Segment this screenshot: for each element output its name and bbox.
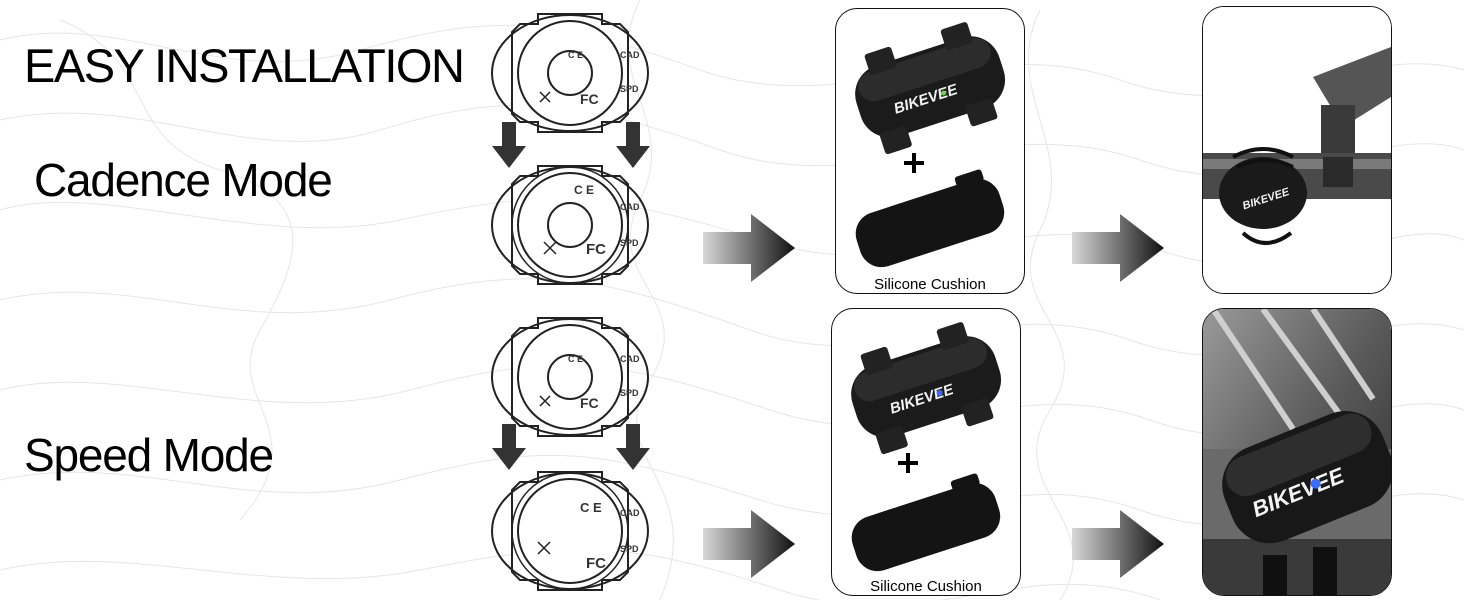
spd-label: SPD: [620, 238, 639, 248]
spd-label: SPD: [620, 388, 639, 398]
cad-label: CAD: [620, 202, 640, 212]
plus-icon: [904, 153, 924, 173]
device-card-cadence: BIKEVEE Silicone Cushion: [835, 8, 1025, 294]
down-arrow-icon: [616, 122, 650, 168]
plus-icon: [898, 453, 918, 473]
cad-label: CAD: [620, 50, 640, 60]
silicone-cushion-image: [851, 473, 1001, 572]
sensor-device-image: BIKEVEE: [855, 22, 1006, 268]
speed-mode-heading: Speed Mode: [24, 429, 274, 481]
installed-photo-cadence: BIKEVEE: [1202, 6, 1392, 294]
fc-mark: FC: [580, 395, 599, 411]
right-arrow-icon: [1072, 214, 1164, 282]
fc-mark: FC: [586, 555, 606, 572]
svg-text:C E: C E: [568, 354, 583, 364]
cadence-mode-heading: Cadence Mode: [34, 154, 333, 206]
sensor-dial-back-cadence: C E CAD SPD FC: [491, 13, 649, 133]
right-arrow-icon: [703, 510, 795, 578]
cushion-label: Silicone Cushion: [870, 578, 982, 595]
down-arrow-icon: [492, 122, 526, 168]
installed-photo-speed: BIKEVEE: [1202, 308, 1392, 596]
svg-text:C E: C E: [574, 183, 594, 197]
fc-mark: FC: [580, 91, 599, 107]
sensor-dial-back-speed: C E CAD SPD FC: [491, 317, 649, 437]
cad-label: CAD: [620, 354, 640, 364]
sensor-dial-front-speed: C E CAD SPD FC: [491, 471, 649, 591]
silicone-cushion-image: [855, 169, 1005, 268]
sensor-device-image: BIKEVEE: [851, 322, 1002, 572]
spd-label: SPD: [620, 84, 639, 94]
cad-label: CAD: [620, 508, 640, 518]
svg-text:C E: C E: [568, 50, 583, 60]
right-arrow-icon: [703, 214, 795, 282]
right-arrow-icon: [1072, 510, 1164, 578]
fc-mark: FC: [586, 241, 606, 258]
down-arrow-icon: [492, 424, 526, 470]
page-title: EASY INSTALLATION: [24, 39, 465, 92]
device-card-speed: BIKEVEE Silicone Cushion: [831, 308, 1021, 596]
down-arrow-icon: [616, 424, 650, 470]
sensor-dial-front-cadence: C E CAD SPD FC: [491, 165, 649, 285]
cushion-label: Silicone Cushion: [874, 276, 986, 293]
spd-label: SPD: [620, 544, 639, 554]
svg-text:C E: C E: [580, 500, 602, 515]
